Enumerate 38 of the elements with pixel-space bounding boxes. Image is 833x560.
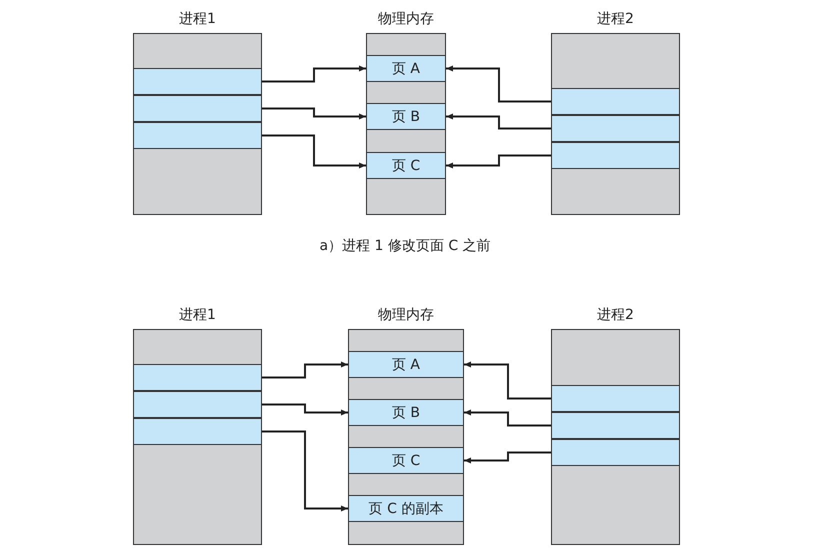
arrow	[262, 404, 348, 416]
page-strip	[551, 142, 680, 169]
column-heading: 物理内存	[377, 10, 435, 28]
page-strip	[551, 439, 680, 466]
page-strip	[133, 364, 262, 391]
column-heading: 进程1	[178, 306, 217, 324]
page-strip	[133, 95, 262, 122]
arrow	[446, 154, 551, 168]
arrow	[464, 452, 551, 464]
page-box: 页 B	[366, 103, 446, 130]
page-strip	[133, 122, 262, 149]
page-box: 页 B	[348, 399, 464, 426]
column-heading: 进程2	[596, 10, 635, 28]
page-box: 页 C 的副本	[348, 495, 464, 522]
arrow	[262, 66, 366, 82]
page-strip	[133, 418, 262, 445]
page-box: 页 C	[366, 152, 446, 179]
column-heading: 物理内存	[377, 306, 435, 324]
arrow	[262, 430, 348, 512]
page-strip	[133, 68, 262, 95]
page-strip	[551, 385, 680, 412]
arrow	[464, 410, 551, 426]
page-box: 页 A	[348, 351, 464, 378]
arrow	[262, 108, 366, 120]
figure-caption: a）进程 1 修改页面 C 之前	[320, 237, 491, 255]
arrow	[446, 66, 551, 102]
page-strip	[133, 391, 262, 418]
page-strip	[551, 412, 680, 439]
arrow	[262, 134, 366, 168]
page-strip	[551, 115, 680, 142]
column-heading: 进程2	[596, 306, 635, 324]
page-box: 页 C	[348, 447, 464, 474]
page-strip	[551, 88, 680, 115]
column-heading: 进程1	[178, 10, 217, 28]
page-box: 页 A	[366, 55, 446, 82]
arrow	[262, 362, 348, 378]
arrow	[446, 114, 551, 130]
arrow	[464, 362, 551, 400]
